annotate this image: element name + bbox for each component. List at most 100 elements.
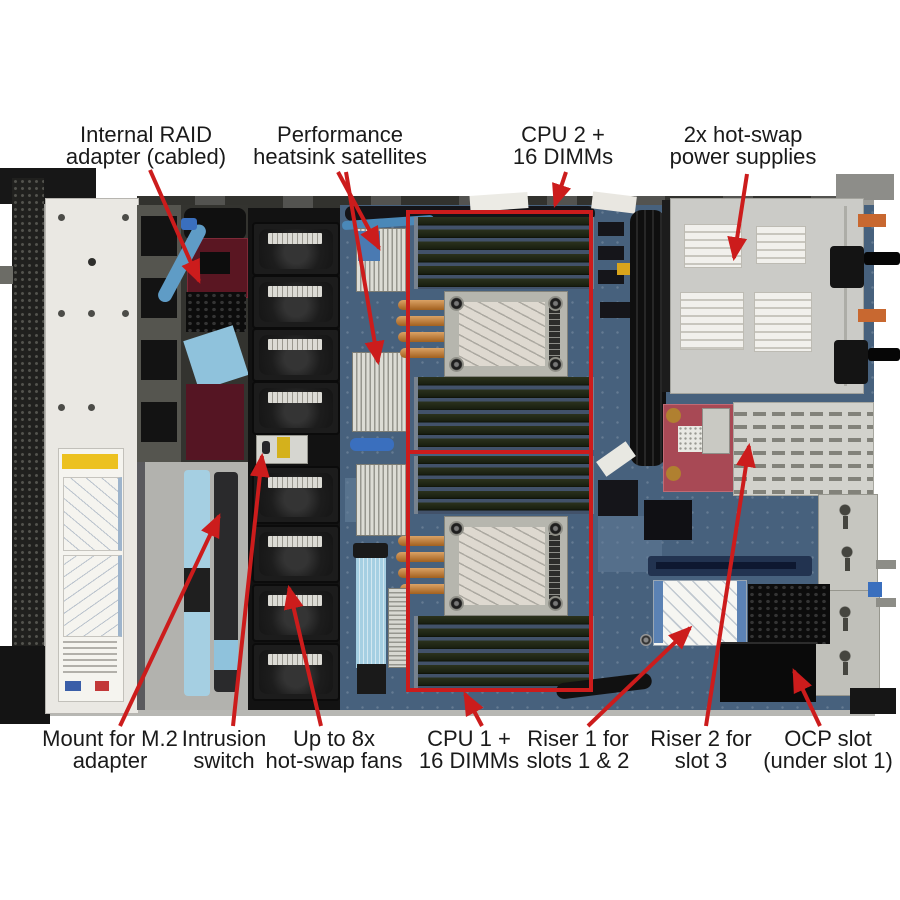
- ribbon-strap-clamp: [184, 568, 210, 612]
- psu-release-tab-1: [858, 214, 886, 227]
- raid-adapter-lower: [186, 384, 244, 460]
- heatsink-screw: [449, 596, 464, 611]
- board-chip: [644, 500, 692, 540]
- panel-screw: [122, 214, 129, 221]
- callout-heatsink-satellites: Performance heatsink satellites: [253, 124, 427, 168]
- psu-handle-opening-2: [834, 340, 868, 384]
- fan-label: [268, 536, 322, 547]
- cpu1-heatsink-sidebar: [549, 528, 560, 600]
- backplane-connector: [141, 216, 177, 256]
- riser1-filler-blue-edge: [654, 581, 663, 643]
- callout-intrusion-switch: Intrusion switch: [182, 728, 266, 772]
- psu-gap: [662, 200, 672, 392]
- fan-4: [252, 381, 340, 435]
- dimm-bank-cpu2-upper: [414, 217, 594, 289]
- fan-3: [252, 328, 340, 382]
- callout-line: Riser 1 for: [527, 726, 629, 751]
- callout-line: heatsink satellites: [253, 144, 427, 169]
- callout-line: OCP slot: [784, 726, 872, 751]
- ocp-slot-bay: [720, 642, 816, 702]
- psu-label: [684, 224, 742, 268]
- dark-strap-blue: [214, 640, 238, 670]
- ribbon-clamp-top: [353, 543, 388, 558]
- cpu1-heatsink: [444, 516, 568, 616]
- callout-line: adapter (cabled): [65, 144, 227, 169]
- blue-cable-clip: [181, 218, 197, 230]
- yellow-warning-sticker: [617, 263, 632, 275]
- fan-label: [268, 654, 322, 665]
- callout-line: slots 1 & 2: [526, 748, 630, 773]
- callout-line: Up to 8x: [293, 726, 375, 751]
- psu-seam: [844, 206, 847, 386]
- intrusion-switch-sticker: [277, 437, 290, 458]
- satellite-heatsink-cpu1: [356, 464, 410, 536]
- fan-label: [268, 477, 322, 488]
- callout-cpu2: CPU 2 + 16 DIMMs: [513, 124, 613, 168]
- heatsink-screw: [548, 521, 563, 536]
- callout-m2-mount: Mount for M.2 adapter: [42, 728, 178, 772]
- riser1-filler-card: [653, 580, 747, 646]
- panel-screw: [58, 404, 65, 411]
- psu-label: [756, 226, 806, 264]
- rack-latch-bottom-left: [0, 646, 50, 724]
- keyhole-cutout: [837, 605, 853, 631]
- psu-label: [754, 292, 812, 352]
- heatsink-screw: [449, 357, 464, 372]
- callout-riser2: Riser 2 for slot 3: [650, 728, 751, 772]
- callout-line: 16 DIMMs: [512, 144, 614, 169]
- cpu1-heatsink-label: [459, 527, 545, 605]
- heatsink-screw: [548, 296, 563, 311]
- fan-8: [252, 643, 340, 701]
- psu-handle-1: [864, 252, 900, 265]
- callout-line: CPU 2 +: [521, 122, 605, 147]
- service-label: [58, 448, 124, 702]
- red-card-connector: [702, 408, 730, 454]
- dimm-bank-cpu1-upper: [414, 456, 594, 514]
- fan-7: [252, 584, 340, 642]
- fan-5: [252, 466, 340, 524]
- dimm-bank-cpu1-lower: [414, 616, 594, 688]
- label-diagram: [63, 555, 122, 637]
- board-connector: [600, 302, 630, 318]
- cpu2-heatsink-label: [459, 302, 545, 366]
- panel-screw: [88, 258, 96, 266]
- label-chip-blue: [65, 681, 81, 691]
- callout-line: Performance: [277, 122, 403, 147]
- rack-ear-top-right: [836, 174, 894, 200]
- callout-line: CPU 1 +: [427, 726, 511, 751]
- callout-line: 16 DIMMs: [418, 748, 520, 773]
- rail-pin: [0, 266, 13, 284]
- pcie-slot-key: [656, 562, 796, 569]
- callout-line: Mount for M.2: [42, 726, 178, 751]
- label-chip-red: [95, 681, 109, 691]
- panel-screw: [122, 310, 129, 317]
- backplane-connector: [141, 402, 177, 442]
- callout-line: (under slot 1): [763, 748, 893, 773]
- satellite-heatsink-lower: [352, 352, 410, 432]
- callout-line: adapter: [72, 748, 148, 773]
- fan-label: [268, 595, 322, 606]
- left-chassis-rail: [12, 178, 44, 712]
- cpu2-heatsink-sidebar: [549, 302, 560, 363]
- callout-line: Riser 2 for: [650, 726, 752, 751]
- psu-release-tab-2: [858, 309, 886, 322]
- callout-cpu1: CPU 1 + 16 DIMMs: [419, 728, 519, 772]
- cpu2-heatsink: [444, 291, 568, 377]
- ribbon-clamp-bottom: [357, 664, 386, 694]
- psu-handle-2: [868, 348, 900, 361]
- dimm-bank-cpu2-lower: [414, 377, 594, 450]
- blue-latch: [350, 438, 394, 451]
- fan-label: [268, 233, 322, 244]
- panel-screw: [88, 404, 95, 411]
- panel-screw: [58, 310, 65, 317]
- keyhole-bracket-upper: [818, 494, 878, 592]
- red-card-standoff: [666, 466, 681, 481]
- callout-ocp-slot: OCP slot (under slot 1): [763, 728, 893, 772]
- fan-label: [268, 392, 322, 403]
- callout-line: switch: [193, 748, 255, 773]
- bracket-pin: [876, 560, 896, 569]
- intrusion-switch-slot: [262, 441, 270, 454]
- heatsink-screw: [449, 521, 464, 536]
- keyhole-cutout: [839, 545, 855, 571]
- callout-line: 2x hot-swap: [683, 122, 803, 147]
